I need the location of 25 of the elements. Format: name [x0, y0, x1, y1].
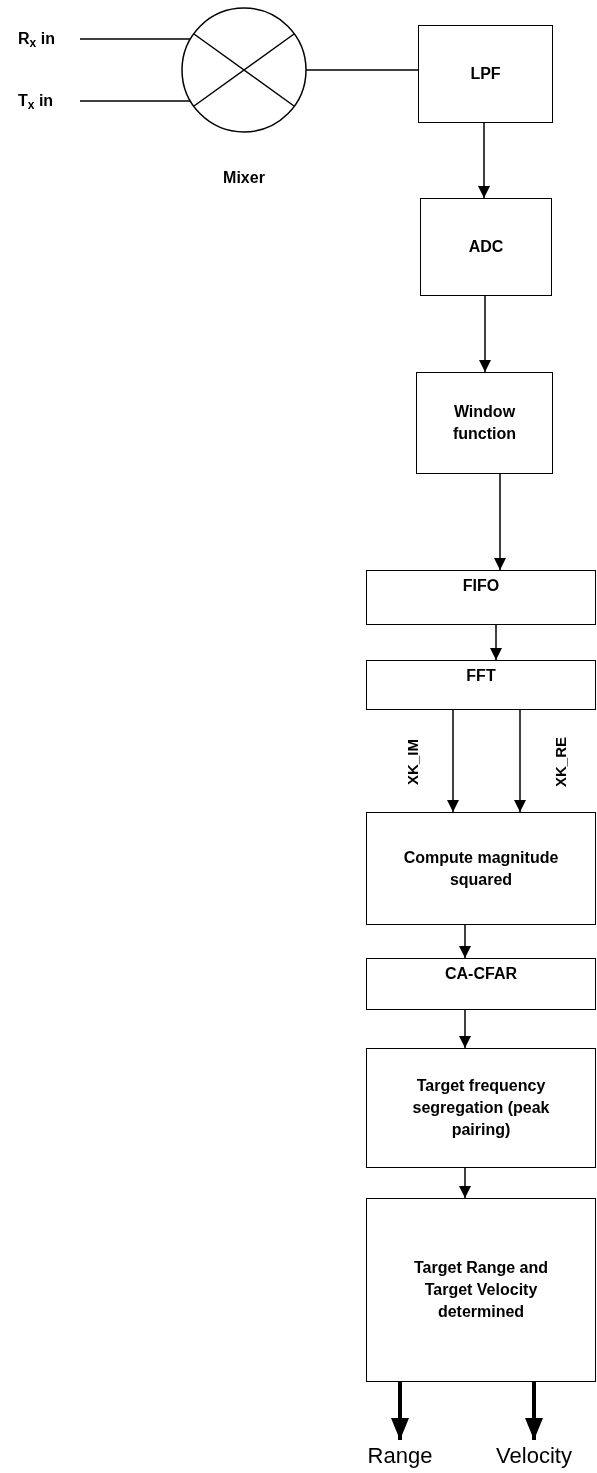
- arrow: [478, 122, 490, 199]
- arrow: [494, 473, 506, 571]
- arrow: [391, 1382, 409, 1440]
- arrow: [447, 709, 459, 813]
- arrow: [459, 1167, 471, 1199]
- process-box: FIFO: [366, 570, 596, 625]
- input-label: R$_{x}$ in: [18, 26, 80, 52]
- arrow: [525, 1382, 543, 1440]
- process-box: Compute magnitude squared: [366, 812, 596, 925]
- arrow: [490, 624, 502, 661]
- process-box: LPF: [418, 25, 553, 123]
- arrow: [459, 924, 471, 959]
- output-label: Range: [364, 1440, 436, 1470]
- process-box: ADC: [420, 198, 552, 296]
- process-box: Window function: [416, 372, 553, 474]
- process-box: CA-CFAR: [366, 958, 596, 1010]
- process-box: Target Range and Target Velocity determined: [366, 1198, 596, 1382]
- process-box: Target frequency segregation (peak pairing): [366, 1048, 596, 1168]
- input-label: T$_{x}$ in: [18, 88, 80, 114]
- arrow: [514, 709, 526, 813]
- process-box: FFT: [366, 660, 596, 710]
- node-label: Mixer: [222, 168, 266, 188]
- arrow: [479, 295, 491, 373]
- arrow: [459, 1009, 471, 1049]
- output-label: Velocity: [484, 1440, 584, 1470]
